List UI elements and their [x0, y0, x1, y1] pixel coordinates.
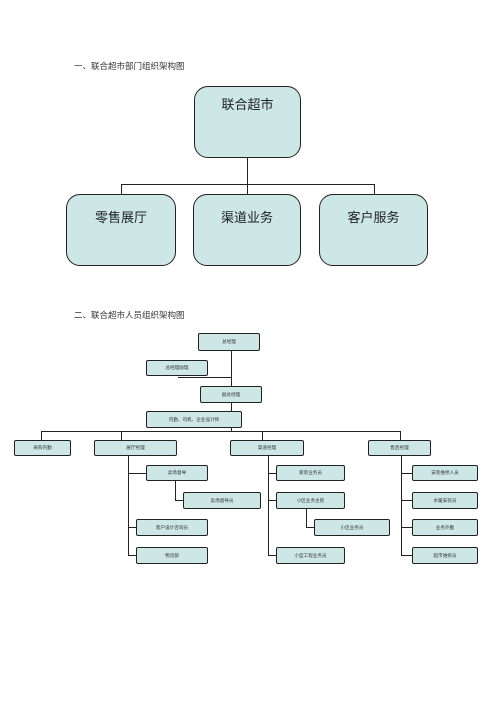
dept-showroom-box: 展厅经理	[94, 440, 177, 456]
connector-line	[121, 184, 122, 194]
channel-home-sales-box: 家装业务员	[276, 465, 345, 481]
connector-line	[401, 527, 412, 528]
dept-box-retail: 零售展厅	[66, 194, 176, 266]
connector-line	[374, 184, 375, 194]
channel-community-lead-box: 小区业务主管	[276, 492, 345, 509]
connector-line	[178, 377, 231, 378]
connector-line	[128, 555, 136, 556]
connector-line	[268, 555, 276, 556]
after-sales-service-box: 业务外勤	[412, 519, 478, 536]
connector-line	[401, 500, 412, 501]
connector-line	[128, 456, 129, 555]
connector-line	[247, 158, 248, 184]
connector-line	[175, 481, 176, 500]
dept-after-sales-box: 售后经理	[368, 440, 431, 456]
after-sales-plumbing-box: 水暖安装员	[412, 492, 478, 509]
connector-line	[268, 473, 276, 474]
showroom-supervisor-box: 卖场督导	[146, 465, 208, 481]
after-sales-installers-box: 安装维修人员	[412, 465, 478, 481]
connector-line	[128, 473, 146, 474]
showroom-sales-box: 卖场督导员	[183, 492, 261, 509]
connector-line	[268, 456, 269, 555]
after-sales-supermarket-box: 超市维修员	[412, 547, 478, 564]
dept-box-service: 客户服务	[319, 194, 428, 266]
connector-line	[401, 456, 402, 555]
gm-assistant-box: 总经理助理	[146, 360, 208, 376]
connector-line	[268, 500, 276, 501]
channel-community-sales-box: 小区业务员	[314, 519, 390, 536]
channel-small-project-box: 小型工程业务员	[276, 547, 345, 564]
dept-purchasing-box: 采购内勤	[14, 440, 71, 456]
connector-line	[128, 527, 136, 528]
connector-line	[41, 431, 400, 432]
section1-title: 一、联合超市部门组织架构图	[74, 62, 185, 72]
dept-box-channel: 渠道业务	[193, 194, 301, 266]
connector-line	[247, 184, 248, 194]
connector-line	[401, 473, 412, 474]
connector-line	[41, 431, 42, 440]
dept-channel-box: 渠道经理	[230, 440, 304, 456]
org-root-box: 联合超市	[194, 86, 301, 158]
connector-line	[401, 555, 412, 556]
connector-line	[121, 431, 122, 440]
connector-line	[400, 431, 401, 440]
showroom-designer-box: 客户设计咨询员	[136, 519, 208, 536]
connector-line	[175, 500, 183, 501]
support-staff-box: 内勤、司机、企业设计师	[146, 411, 242, 428]
showroom-logistics-box: 物流部	[136, 547, 208, 564]
connector-line	[306, 509, 307, 527]
general-manager-box: 总经理	[198, 333, 260, 351]
deputy-gm-box: 副总经理	[200, 386, 262, 403]
section2-title: 二、联合超市人员组织架构图	[74, 311, 185, 321]
connector-line	[262, 431, 263, 440]
connector-line	[306, 527, 314, 528]
